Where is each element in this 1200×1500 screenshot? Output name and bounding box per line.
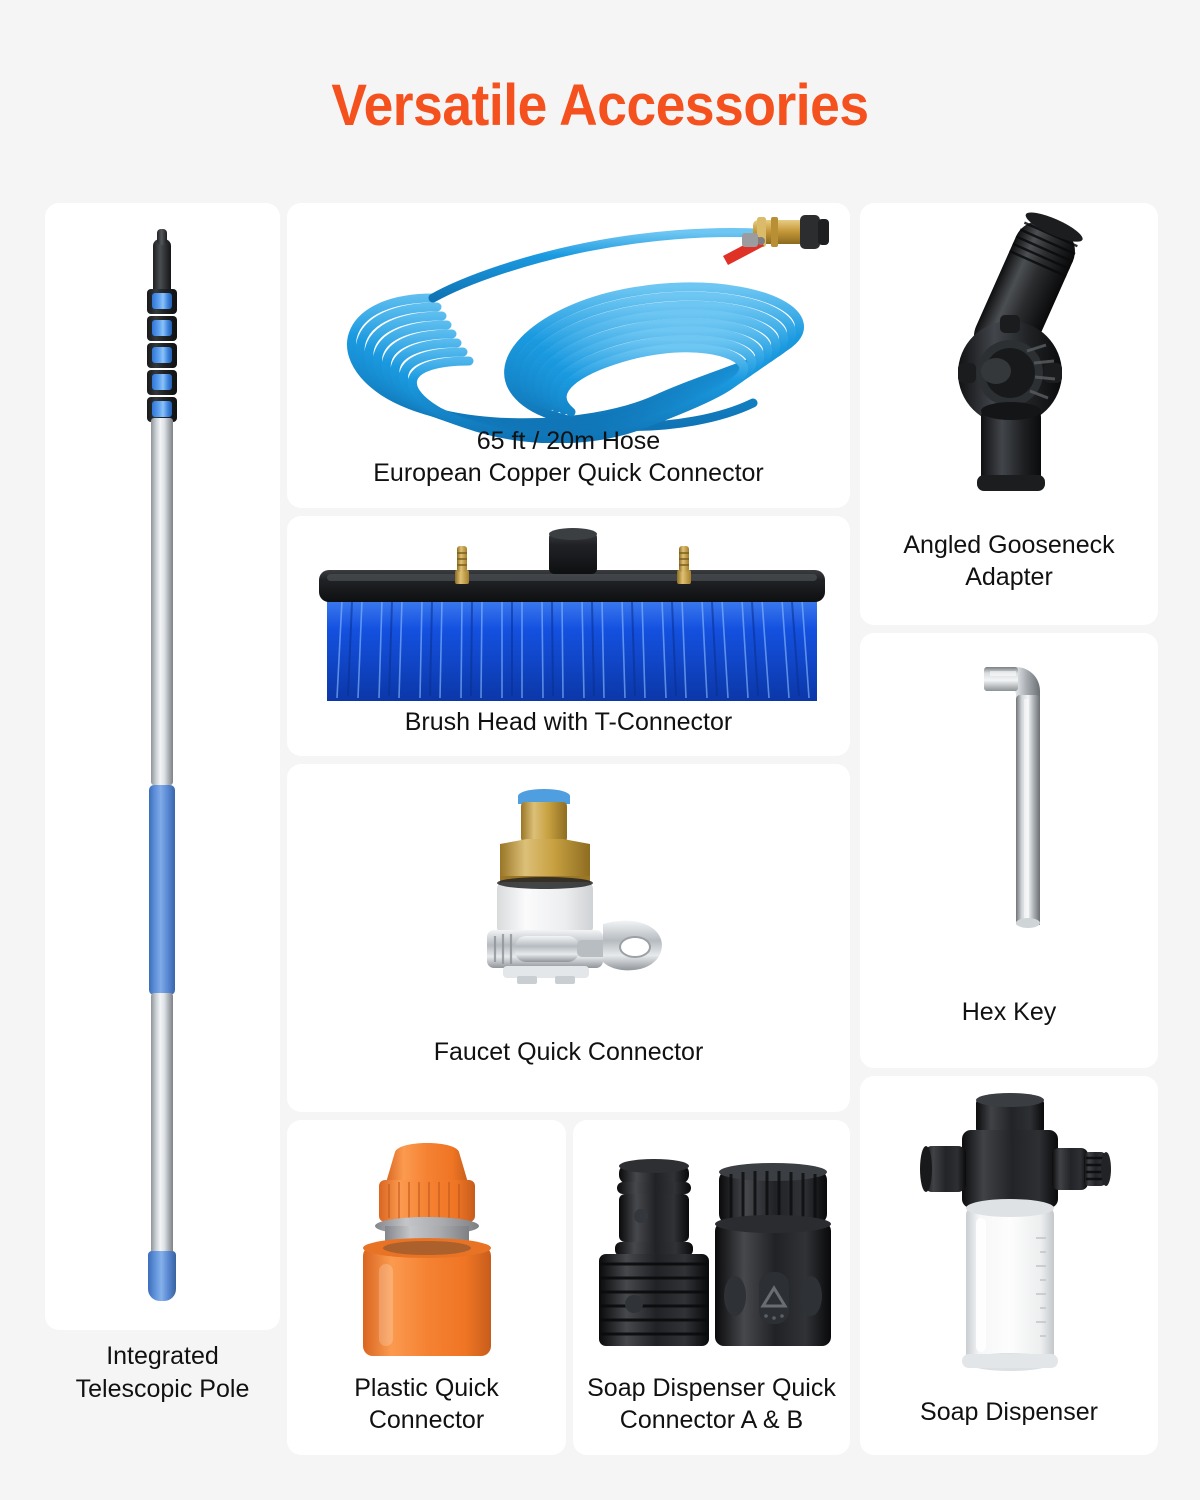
gooseneck-adapter-image (958, 212, 1083, 491)
knurled-nut (379, 1180, 475, 1222)
accessory-card-soap-dispenser[interactable]: Soap Dispenser (860, 1076, 1158, 1455)
accessory-label-gooseneck-adapter: Angled Gooseneck Adapter (903, 531, 1115, 591)
quick-connector-b (715, 1163, 831, 1346)
copper-quick-connector (723, 215, 829, 265)
accessory-label-telescopic-pole: Integrated Telescopic Pole (75, 1342, 250, 1403)
soap-bottle (962, 1199, 1058, 1371)
pole-lock-collar (147, 370, 177, 395)
soap-dispenser-image (920, 1093, 1111, 1371)
accessory-card-faucet-quick-connector[interactable]: Faucet Quick Connector (287, 764, 850, 1112)
brass-nozzle-left (455, 546, 469, 584)
accessory-card-brush-head[interactable]: Brush Head with T-Connector (287, 516, 850, 756)
pole-tip (153, 229, 171, 291)
ribbed-cap (719, 1170, 827, 1224)
threaded-outlet (1084, 1152, 1106, 1186)
orange-cone (385, 1143, 469, 1186)
accessory-card-telescopic-pole[interactable] (45, 203, 280, 1330)
pole-lock-collar (147, 397, 177, 422)
white-body (497, 882, 593, 934)
gooseneck-socket (977, 402, 1045, 491)
brush-bristles (327, 598, 817, 701)
brass-nozzle-right (677, 546, 691, 584)
threaded-section (599, 1254, 709, 1346)
right-port (1052, 1148, 1088, 1190)
orange-barrel (363, 1246, 491, 1356)
hose-clamp (487, 920, 662, 971)
hex-key-image (984, 667, 1040, 928)
pole-lock-collar (147, 289, 177, 314)
accessory-label-soap-dispenser-quick-connector: Soap Dispenser Quick Connector A & B (587, 1374, 836, 1434)
quick-connector-a (599, 1159, 709, 1346)
pole-grip-upper (149, 785, 175, 995)
top-inlet (976, 1098, 1044, 1134)
accessory-card-gooseneck-adapter[interactable]: Angled Gooseneck Adapter (860, 203, 1158, 625)
brass-hex-nut (500, 839, 590, 882)
accessory-label-plastic-quick-connector: Plastic Quick Connector (354, 1374, 499, 1434)
plastic-quick-connector-image (363, 1143, 491, 1356)
page-title: Versatile Accessories (331, 73, 869, 138)
hose-image (347, 215, 829, 443)
accessory-label-hose: 65 ft / 20m Hose European Copper Quick C… (373, 427, 764, 487)
accessory-card-plastic-quick-connector[interactable]: Plastic Quick Connector (287, 1120, 566, 1455)
pole-lock-collar (147, 316, 177, 341)
pole-shaft-upper (151, 418, 173, 785)
dispenser-head (962, 1130, 1058, 1208)
telescopic-pole-image (45, 203, 280, 1330)
brush-head-image (319, 528, 825, 701)
accessory-label-hex-key: Hex Key (961, 998, 1057, 1026)
accessory-card-hex-key[interactable]: Hex Key (860, 633, 1158, 1068)
pole-foot-grip (148, 1251, 176, 1301)
accessory-card-soap-dispenser-quick-connector[interactable]: Soap Dispenser Quick Connector A & B (573, 1120, 850, 1455)
accessory-label-brush-head: Brush Head with T-Connector (404, 708, 733, 736)
accessory-label-soap-dispenser: Soap Dispenser (920, 1398, 1098, 1426)
t-connector-socket (549, 528, 597, 574)
accessory-card-hose[interactable]: 65 ft / 20m Hose European Copper Quick C… (287, 203, 850, 508)
pole-lock-collar (147, 343, 177, 368)
soap-dispenser-quick-connector-image (599, 1159, 831, 1346)
pole-shaft-lower (151, 993, 173, 1255)
left-port (924, 1146, 966, 1192)
faucet-quick-connector-image (487, 789, 662, 984)
accessory-label-faucet-quick-connector: Faucet Quick Connector (433, 1038, 704, 1066)
